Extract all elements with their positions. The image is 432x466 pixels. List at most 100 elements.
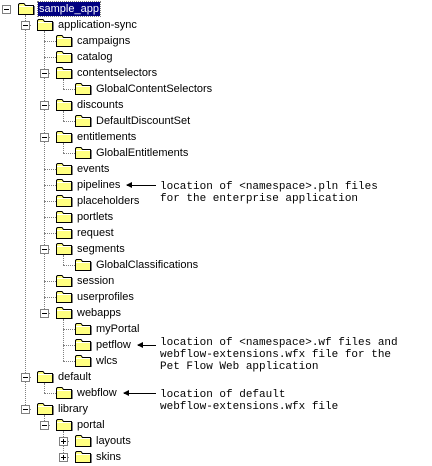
tree-label-globalentitlements[interactable]: GlobalEntitlements	[96, 147, 189, 159]
tree-branch-line	[63, 329, 77, 330]
folder-icon	[56, 130, 73, 143]
tree-label-portal[interactable]: portal	[77, 419, 105, 431]
tree-row-globalentitlements[interactable]: GlobalEntitlements	[0, 145, 432, 161]
tree-row-portal[interactable]: portal	[0, 417, 432, 433]
tree-label-placeholders[interactable]: placeholders	[77, 195, 140, 207]
tree-row-skins[interactable]: skins	[0, 449, 432, 465]
tree-row-segments[interactable]: segments	[0, 241, 432, 257]
folder-icon	[37, 18, 54, 31]
tree-label-catalog[interactable]: catalog	[77, 51, 113, 63]
tree-row-globalclassifications[interactable]: GlobalClassifications	[0, 257, 432, 273]
folder-icon	[56, 98, 73, 111]
tree-label-layouts[interactable]: layouts	[96, 435, 131, 447]
tree-row-userprofiles[interactable]: userprofiles	[0, 289, 432, 305]
annotation-line: location of <namespace>.wf files and	[160, 337, 398, 349]
tree-label-pipelines[interactable]: pipelines	[77, 179, 121, 191]
collapse-icon[interactable]	[40, 421, 49, 430]
annotation-line: Pet Flow Web application	[160, 361, 319, 373]
collapse-icon[interactable]	[40, 309, 49, 318]
tree-label-skins[interactable]: skins	[96, 451, 122, 463]
tree-connector-line	[25, 15, 26, 409]
annotation-line: webflow-extensions.wfx file for the	[160, 349, 392, 361]
tree-branch-line	[63, 121, 77, 122]
collapse-icon[interactable]	[40, 245, 49, 254]
folder-icon	[56, 50, 73, 63]
tree-label-application-sync[interactable]: application-sync	[58, 19, 137, 31]
tree-row-portlets[interactable]: portlets	[0, 209, 432, 225]
tree-row-placeholders[interactable]: placeholders	[0, 193, 432, 209]
tree-row-myportal[interactable]: myPortal	[0, 321, 432, 337]
folder-icon	[75, 322, 92, 335]
tree-row-library[interactable]: library	[0, 401, 432, 417]
expand-icon[interactable]	[59, 453, 68, 462]
tree-label-globalclassifications[interactable]: GlobalClassifications	[96, 259, 199, 271]
tree-label-userprofiles[interactable]: userprofiles	[77, 291, 134, 303]
tree-row-application-sync[interactable]: application-sync	[0, 17, 432, 33]
tree-connector-line	[63, 255, 64, 265]
folder-icon	[56, 306, 73, 319]
folder-icon	[56, 66, 73, 79]
tree-label-campaigns[interactable]: campaigns	[77, 35, 131, 47]
tree-label-entitlements[interactable]: entitlements	[77, 131, 137, 143]
tree-label-library[interactable]: library	[58, 403, 88, 415]
tree-label-petflow[interactable]: petflow	[96, 339, 131, 351]
tree-row-globalcontentselectors[interactable]: GlobalContentSelectors	[0, 81, 432, 97]
tree-row-campaigns[interactable]: campaigns	[0, 33, 432, 49]
tree-row-sample-app[interactable]: sample_app	[0, 1, 432, 17]
tree-label-portlets[interactable]: portlets	[77, 211, 114, 223]
tree-label-globalcontentselectors[interactable]: GlobalContentSelectors	[96, 83, 213, 95]
tree-branch-line	[44, 201, 58, 202]
tree-row-pipelines[interactable]: pipelines	[0, 177, 432, 193]
tree-label-webflow[interactable]: webflow	[77, 387, 117, 399]
tree-row-contentselectors[interactable]: contentselectors	[0, 65, 432, 81]
tree-row-entitlements[interactable]: entitlements	[0, 129, 432, 145]
folder-icon	[56, 210, 73, 223]
tree-label-contentselectors[interactable]: contentselectors	[77, 67, 158, 79]
tree-row-session[interactable]: session	[0, 273, 432, 289]
tree-row-defaultdiscountset[interactable]: DefaultDiscountSet	[0, 113, 432, 129]
tree-label-events[interactable]: events	[77, 163, 110, 175]
tree-label-session[interactable]: session	[77, 275, 115, 287]
annotation-line: location of <namespace>.pln files	[160, 181, 378, 193]
tree-row-webapps[interactable]: webapps	[0, 305, 432, 321]
collapse-icon[interactable]	[40, 69, 49, 78]
folder-icon	[75, 82, 92, 95]
tree-label-wlcs[interactable]: wlcs	[96, 355, 118, 367]
tree-label-sample-app[interactable]: sample_app	[37, 1, 101, 17]
tree-branch-line	[44, 281, 58, 282]
annotation-arrow	[123, 390, 156, 396]
tree-label-default[interactable]: default	[58, 371, 92, 383]
tree-label-segments[interactable]: segments	[77, 243, 125, 255]
tree-branch-line	[44, 393, 58, 394]
tree-row-layouts[interactable]: layouts	[0, 433, 432, 449]
tree-row-events[interactable]: events	[0, 161, 432, 177]
tree-row-request[interactable]: request	[0, 225, 432, 241]
folder-icon	[37, 402, 54, 415]
expand-icon[interactable]	[59, 437, 68, 446]
tree-label-webapps[interactable]: webapps	[77, 307, 122, 319]
tree-row-webflow[interactable]: webflow	[0, 385, 432, 401]
tree-label-myportal[interactable]: myPortal	[96, 323, 140, 335]
tree-branch-line	[44, 57, 58, 58]
tree-branch-line	[63, 361, 77, 362]
tree-label-defaultdiscountset[interactable]: DefaultDiscountSet	[96, 115, 191, 127]
collapse-icon[interactable]	[21, 405, 30, 414]
tree-row-petflow[interactable]: petflow	[0, 337, 432, 353]
collapse-icon[interactable]	[40, 133, 49, 142]
folder-icon	[56, 242, 73, 255]
tree-row-wlcs[interactable]: wlcs	[0, 353, 432, 369]
tree-row-default[interactable]: default	[0, 369, 432, 385]
collapse-icon[interactable]	[21, 21, 30, 30]
annotation-line: webflow-extensions.wfx file	[160, 401, 339, 413]
annotation-line: for the enterprise application	[160, 193, 359, 205]
tree-row-discounts[interactable]: discounts	[0, 97, 432, 113]
collapse-icon[interactable]	[40, 101, 49, 110]
collapse-icon[interactable]	[2, 5, 11, 14]
tree-row-catalog[interactable]: catalog	[0, 49, 432, 65]
tree-label-discounts[interactable]: discounts	[77, 99, 124, 111]
tree-branch-line	[44, 185, 58, 186]
collapse-icon[interactable]	[21, 373, 30, 382]
tree-label-request[interactable]: request	[77, 227, 114, 239]
annotation-line: location of default	[160, 389, 286, 401]
